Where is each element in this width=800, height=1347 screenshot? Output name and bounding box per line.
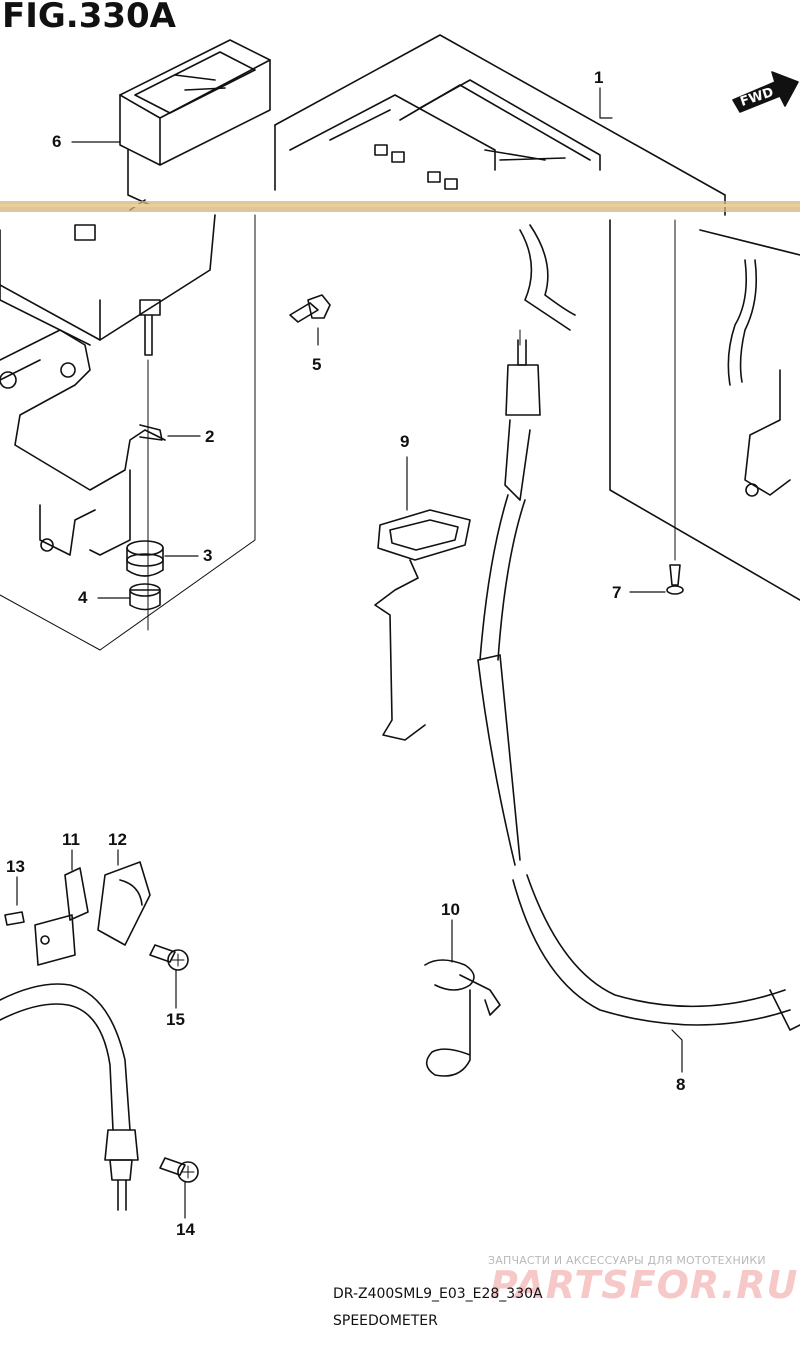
callout-14[interactable]: 14 — [176, 1220, 195, 1239]
callout-7[interactable]: 7 — [612, 583, 622, 602]
callout-10[interactable]: 10 — [441, 900, 460, 919]
callout-15[interactable]: 15 — [166, 1010, 185, 1029]
diagram-caption: SPEEDOMETER — [333, 1313, 438, 1329]
callout-2[interactable]: 2 — [205, 427, 215, 446]
fwd-arrow-icon — [732, 71, 799, 113]
clamp-10 — [424, 959, 501, 1077]
callout-9[interactable]: 9 — [400, 432, 410, 451]
screw-14 — [159, 1157, 199, 1183]
callout-12[interactable]: 12 — [108, 830, 127, 849]
callout-11[interactable]: 11 — [62, 830, 80, 849]
callout-1[interactable]: 1 — [594, 68, 604, 87]
harness — [519, 224, 800, 497]
lens-cap — [119, 39, 271, 206]
callout-6[interactable]: 6 — [52, 132, 62, 151]
grommet — [126, 540, 164, 611]
callout-13[interactable]: 13 — [6, 857, 25, 876]
clip-11 — [34, 867, 89, 966]
lower-cable — [0, 983, 139, 1211]
leader-lines — [16, 87, 683, 1219]
watermark-tagline: ЗАПЧАСТИ И АКСЕССУАРЫ ДЛЯ МОТОТЕХНИКИ — [488, 1254, 766, 1267]
screw-15 — [149, 944, 189, 971]
speedometer-cable — [477, 339, 800, 1031]
pin-13 — [4, 911, 25, 926]
figure-title: FIG.330A — [2, 0, 176, 36]
clamp-12 — [97, 861, 151, 946]
callout-4[interactable]: 4 — [78, 588, 88, 607]
callout-3[interactable]: 3 — [203, 546, 213, 565]
clamp-9 — [374, 509, 471, 741]
meter-unit — [0, 199, 216, 356]
screw-7 — [666, 564, 684, 595]
callout-8[interactable]: 8 — [676, 1075, 686, 1094]
watermark-logo: PARTSFOR.RU — [490, 1263, 799, 1307]
bolt-5 — [289, 294, 331, 323]
callout-5[interactable]: 5 — [312, 355, 322, 374]
bracket — [0, 329, 166, 556]
diagram-code: DR-Z400SML9_E03_E28_330A — [333, 1286, 543, 1302]
instrument-panel-outline — [274, 34, 800, 601]
